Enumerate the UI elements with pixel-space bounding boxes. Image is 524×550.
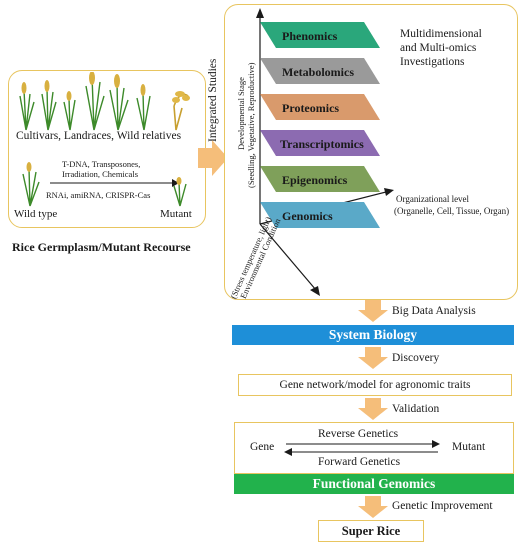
forward-genetics-label: Forward Genetics (318, 456, 401, 468)
integrated-arrow (198, 140, 228, 176)
agents-line1: T-DNA, Transposones, (62, 159, 141, 169)
down-arrow-1 (358, 300, 388, 322)
mutant-plant-icon (173, 177, 187, 207)
layer-proteomics-label: Proteomics (282, 101, 340, 115)
mutagenesis-arrow (50, 179, 179, 187)
layer-epigenomics-shape (260, 166, 380, 192)
validation-label: Validation (392, 403, 440, 415)
discovery-label: Discovery (392, 352, 440, 364)
down-arrow-4 (358, 496, 388, 518)
mutant-label: Mutant (160, 208, 192, 220)
gene-network-box: Gene network/model for agronomic traits (238, 374, 512, 396)
wild-type-plant-icon (22, 162, 40, 207)
omics-title-3: Investigations (400, 56, 465, 68)
layer-proteomics-shape (260, 94, 380, 120)
axis-org-label-1: Organizational level (396, 194, 470, 204)
layer-metabolomics-label: Metabolomics (282, 65, 354, 79)
rice-plants-illustration (19, 72, 190, 131)
genetic-improvement-label: Genetic Improvement (392, 500, 493, 512)
axis-dev-label-2: (Seedling, Vegetative, Reproductive) (246, 62, 256, 188)
down-arrow-3 (358, 398, 388, 420)
super-rice-box: Super Rice (318, 520, 424, 542)
axis-dev-label-1: Developmental Stage (236, 77, 246, 150)
layer-genomics-shape (260, 202, 380, 228)
axis-org-label-2: (Organelle, Cell, Tissue, Organ) (394, 206, 510, 216)
down-arrow-2 (358, 347, 388, 369)
system-biology-bar: System Biology (232, 325, 514, 345)
genetics-box (234, 422, 514, 474)
wild-type-label: Wild type (14, 208, 58, 220)
layer-metabolomics-shape (260, 58, 380, 84)
functional-genomics-bar: Functional Genomics (234, 474, 514, 494)
layer-transcriptomics-label: Transcriptomics (280, 137, 364, 151)
agents-line3: RNAi, amiRNA, CRISPR-Cas (46, 190, 151, 200)
omics-title-1: Multidimensional (400, 28, 482, 40)
gene-label: Gene (250, 441, 275, 453)
germplasm-box (8, 70, 206, 228)
big-data-label: Big Data Analysis (392, 305, 476, 317)
layer-epigenomics-label: Epigenomics (282, 173, 348, 187)
omics-layers (260, 22, 380, 228)
agents-line2: Irradiation, Chemicals (62, 169, 139, 179)
layer-phenomics-label: Phenomics (282, 29, 338, 43)
layer-transcriptomics-shape (260, 130, 380, 156)
cultivars-label: Cultivars, Landraces, Wild relatives (16, 130, 182, 142)
reverse-genetics-label: Reverse Genetics (318, 428, 399, 440)
layer-phenomics-shape (260, 22, 380, 48)
integrated-studies-label: Integrated Studies (207, 58, 219, 142)
forward-reverse-arrows (284, 440, 440, 456)
layer-genomics-label: Genomics (282, 209, 333, 223)
omics-title-2: and Multi-omics (400, 42, 477, 54)
germplasm-caption: Rice Germplasm/Mutant Recourse (12, 240, 191, 254)
mutant-genetics-label: Mutant (452, 441, 486, 453)
